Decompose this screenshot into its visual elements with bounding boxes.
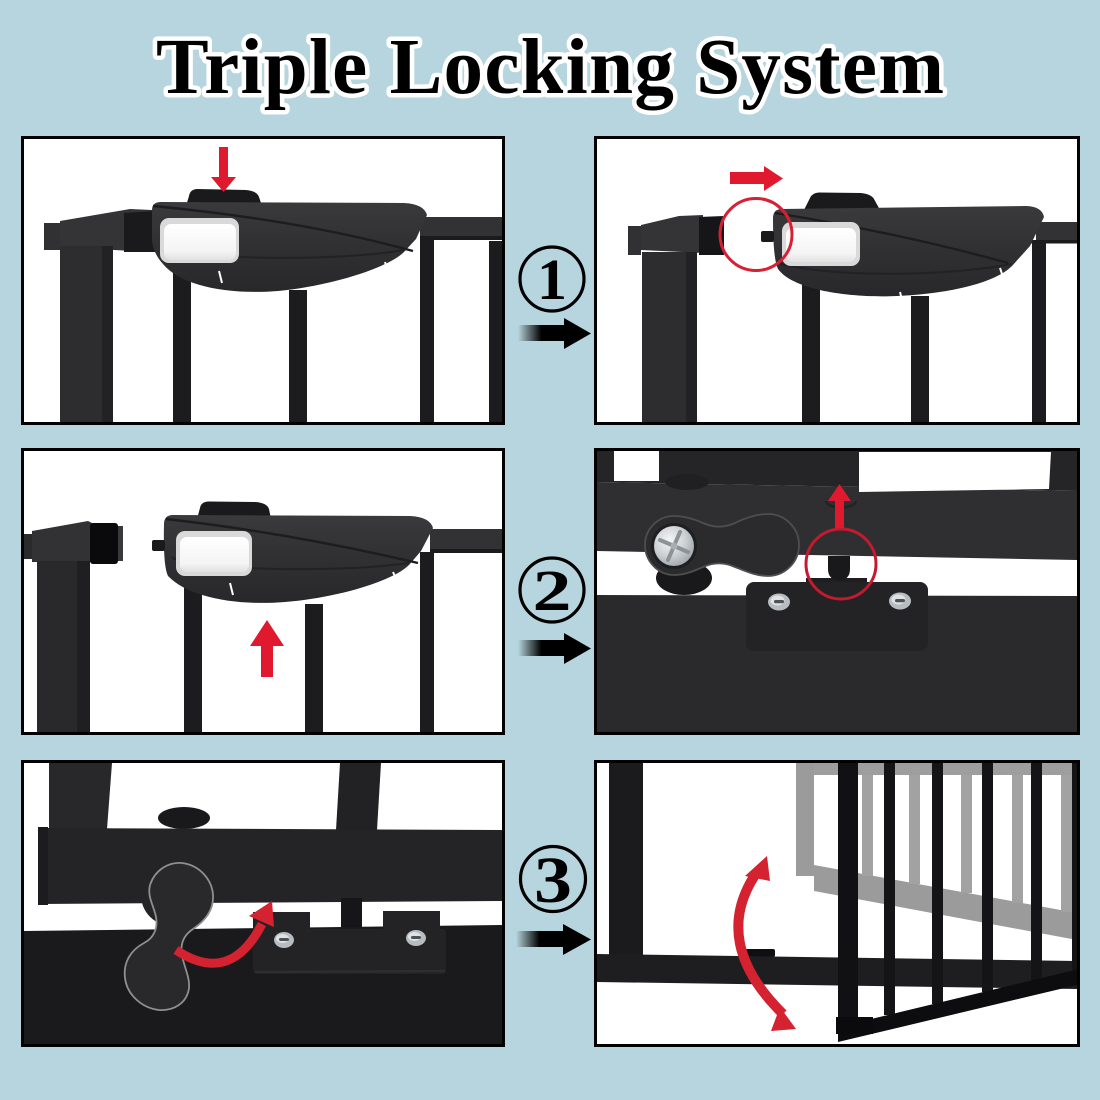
svg-text:Triple Locking System: Triple Locking System <box>156 24 944 111</box>
svg-text:3: 3 <box>534 844 572 917</box>
svg-text:1: 1 <box>537 247 567 312</box>
svg-text:2: 2 <box>533 558 572 623</box>
